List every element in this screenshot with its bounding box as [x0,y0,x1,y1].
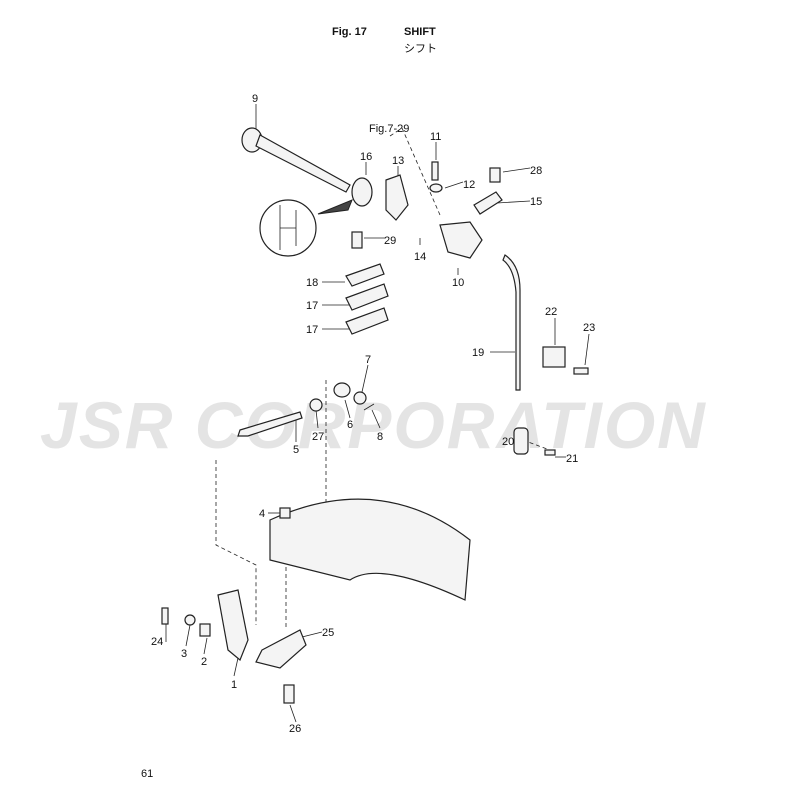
plate-17b [345,307,389,335]
bolt-28 [489,167,501,183]
figure-number: Fig. 17 [332,26,367,38]
screw-23 [573,367,589,375]
reference-label: Fig.7-29 [369,123,409,135]
callout: 15 [530,196,542,208]
callout: 18 [306,277,318,289]
collar-6 [333,382,351,398]
shift-rod-9 [241,127,351,193]
clip-8 [363,403,375,411]
bolt-29 [351,231,363,249]
nut-4 [279,507,291,519]
callout: 21 [566,453,578,465]
figure-title-jp: シフト [404,43,437,55]
callout-labels: Fig.7-29 9 11 16 13 12 28 15 29 14 10 18… [141,93,595,780]
callout: 28 [530,165,542,177]
callout: 20 [502,436,514,448]
lever-1 [217,589,249,661]
callout: 25 [322,627,334,639]
callout: 11 [430,131,441,143]
block-22 [542,346,566,368]
callout: 12 [463,179,475,191]
joint-20 [513,427,529,455]
watermark: JSR CORPORATION [40,388,707,462]
washer-3 [184,614,196,626]
callout: 29 [384,235,396,247]
callout: 4 [259,508,265,520]
callout: 10 [452,277,464,289]
callout: 1 [231,679,237,691]
figure-title: SHIFT [404,26,436,38]
bracket-assembly [269,498,471,601]
page-number: 61 [141,768,153,780]
shift-arm-10 [439,221,483,259]
bolt-11 [431,161,439,181]
callout: 9 [252,93,258,105]
callout: 3 [181,648,187,660]
callout: 17 [306,324,318,336]
callout: 26 [289,723,301,735]
cam-25 [255,629,307,669]
detail-inset [259,199,353,257]
callout: 14 [414,251,426,263]
callout: 5 [293,444,299,456]
washer-12 [429,183,443,193]
callout: 8 [377,431,383,443]
bolt-26 [283,684,295,704]
plate-18 [345,263,385,287]
callout: 27 [312,431,324,443]
callout: 24 [151,636,163,648]
callout: 6 [347,419,353,431]
plate-17a [345,283,389,311]
callout: 16 [360,151,372,163]
collar-2 [199,623,211,637]
callout: 7 [365,354,371,366]
callout: 13 [392,155,404,167]
lever-13 [385,174,409,221]
washer-7 [353,391,367,405]
bolt-24 [161,607,169,625]
callout: 2 [201,656,207,668]
plate-15 [473,191,503,215]
pin-21 [544,449,556,456]
callout: 19 [472,347,484,359]
callout: 17 [306,300,318,312]
callout: 22 [545,306,557,318]
callout: 23 [583,322,595,334]
shift-rod-19 [502,254,521,391]
nut-27 [309,398,323,412]
seal-16 [351,177,373,207]
rod-5 [237,411,303,437]
